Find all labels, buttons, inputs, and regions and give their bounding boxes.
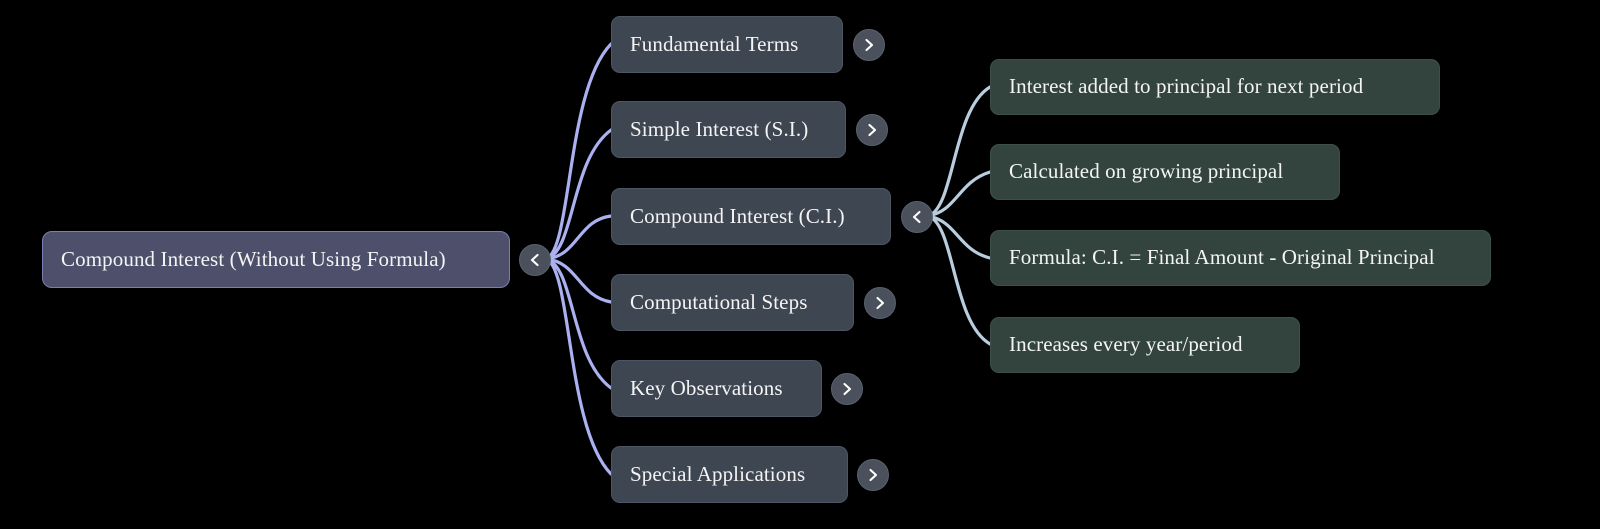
- expand-fundamental-terms-button[interactable]: [853, 29, 885, 61]
- node-branch-label: Simple Interest (S.I.): [630, 116, 809, 141]
- edge-ci-increases: [926, 214, 992, 346]
- node-branch-compound-interest[interactable]: Compound Interest (C.I.): [611, 188, 891, 245]
- chevron-left-icon: [912, 210, 921, 224]
- node-leaf-formula[interactable]: Formula: C.I. = Final Amount - Original …: [990, 230, 1491, 286]
- edges-ci-to-leaves: [926, 85, 992, 346]
- node-branch-label: Fundamental Terms: [630, 31, 799, 56]
- expand-special-applications-button[interactable]: [857, 459, 889, 491]
- edge-root-simple-interest: [544, 128, 613, 261]
- edge-root-special-applications: [544, 257, 613, 476]
- node-root[interactable]: Compound Interest (Without Using Formula…: [42, 231, 510, 288]
- node-branch-simple-interest[interactable]: Simple Interest (S.I.): [611, 101, 846, 158]
- chevron-right-icon: [843, 382, 852, 396]
- expand-computational-steps-button[interactable]: [864, 287, 896, 319]
- node-leaf-increases-every-year[interactable]: Increases every year/period: [990, 317, 1300, 373]
- chevron-left-icon: [530, 253, 539, 267]
- edge-ci-interest-added: [926, 85, 992, 218]
- edge-root-fundamental-terms: [544, 42, 613, 261]
- node-leaf-growing-principal[interactable]: Calculated on growing principal: [990, 144, 1340, 200]
- node-leaf-label: Calculated on growing principal: [1009, 159, 1284, 184]
- node-branch-fundamental-terms[interactable]: Fundamental Terms: [611, 16, 843, 73]
- node-leaf-label: Formula: C.I. = Final Amount - Original …: [1009, 245, 1435, 270]
- node-leaf-label: Increases every year/period: [1009, 332, 1243, 357]
- edge-root-key-observations: [544, 257, 613, 390]
- chevron-right-icon: [876, 296, 885, 310]
- edge-ci-growing-principal: [926, 170, 992, 218]
- node-leaf-label: Interest added to principal for next per…: [1009, 74, 1364, 99]
- edge-root-computational-steps: [544, 257, 613, 304]
- edge-ci-formula: [926, 214, 992, 260]
- node-branch-computational-steps[interactable]: Computational Steps: [611, 274, 854, 331]
- chevron-right-icon: [865, 38, 874, 52]
- node-branch-label: Computational Steps: [630, 289, 808, 314]
- node-root-label: Compound Interest (Without Using Formula…: [61, 246, 446, 271]
- node-branch-label: Compound Interest (C.I.): [630, 203, 845, 228]
- collapse-compound-interest-button[interactable]: [901, 201, 933, 233]
- node-leaf-interest-added[interactable]: Interest added to principal for next per…: [990, 59, 1440, 115]
- collapse-root-button[interactable]: [519, 244, 551, 276]
- expand-simple-interest-button[interactable]: [856, 114, 888, 146]
- node-branch-special-applications[interactable]: Special Applications: [611, 446, 848, 503]
- chevron-right-icon: [868, 123, 877, 137]
- node-branch-label: Special Applications: [630, 461, 806, 486]
- edges-root-to-branches: [544, 42, 613, 476]
- chevron-right-icon: [869, 468, 878, 482]
- edge-root-compound-interest: [544, 214, 613, 261]
- node-branch-label: Key Observations: [630, 375, 783, 400]
- expand-key-observations-button[interactable]: [831, 373, 863, 405]
- node-branch-key-observations[interactable]: Key Observations: [611, 360, 822, 417]
